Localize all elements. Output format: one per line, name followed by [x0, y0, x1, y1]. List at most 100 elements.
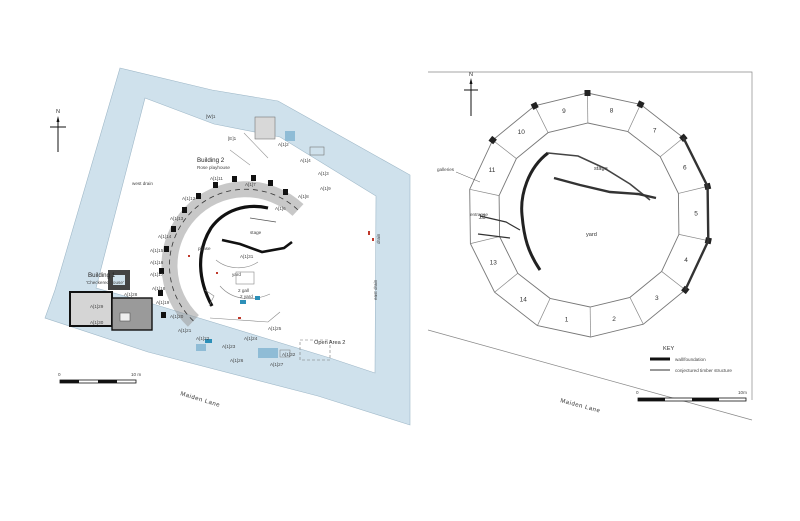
context-label: A[1]19	[156, 300, 170, 305]
bay-number-label: 4	[684, 257, 688, 264]
context-labels: [W]1 [E]1 A[1]2 A[1]4 A[1]3 A[1]9 A[1]8 …	[90, 114, 331, 367]
west-drain-label: west drain	[132, 181, 153, 186]
north-arrow-right: N	[464, 72, 478, 116]
maiden-lane-left: Maiden Lane	[179, 391, 220, 409]
context-label: [W]1	[206, 114, 216, 119]
context-label: A[1]14	[158, 234, 172, 239]
scale-end-left: 10 m	[131, 372, 141, 377]
bay-number-label: 1	[565, 317, 569, 324]
south-features	[196, 339, 331, 361]
context-label: A[1]4	[300, 158, 311, 163]
bay-divider	[492, 139, 517, 159]
north-arrow-left: N	[50, 109, 66, 152]
context-label: A[1]12	[182, 196, 196, 201]
key-wall-label: wall/foundation	[675, 357, 706, 362]
bay-number-label: 6	[683, 164, 687, 171]
context-label: A[1]27	[270, 362, 284, 367]
context-label: A[1]32	[282, 352, 296, 357]
context-label: A[1]30	[90, 320, 104, 325]
stage-edge	[221, 238, 293, 254]
bay-divider	[627, 104, 641, 132]
bay-divider	[470, 236, 500, 244]
maiden-lane-right: Maiden Lane	[559, 398, 601, 414]
wall-foundation-block	[636, 100, 645, 109]
bay-divider	[537, 298, 551, 326]
context-label: A[1]23	[222, 344, 236, 349]
bay-number-label: 3	[655, 295, 659, 302]
bay-divider	[678, 186, 708, 194]
legend-key: KEY wall/foundation conjectured timber s…	[650, 346, 732, 373]
context-label: A[1]7	[245, 182, 256, 187]
context-label: A[1]31	[240, 254, 254, 259]
building-2-sublabel: Rose playhouse	[197, 165, 230, 170]
context-label: A[1]3	[318, 171, 329, 176]
entrance-wall	[477, 215, 521, 239]
bay-number-label: 7	[653, 128, 657, 135]
inner-ring-polygon	[498, 122, 680, 308]
building-2-label: Building 2	[197, 157, 225, 164]
context-label: [E]1	[228, 136, 237, 141]
building-1	[69, 270, 153, 331]
site-boundary-right	[428, 71, 753, 400]
yard-wall-west	[520, 151, 549, 271]
yard-features	[204, 259, 281, 323]
wall-foundation-block	[530, 101, 539, 110]
inner-label: 2 gall	[238, 288, 249, 293]
context-label: A[1]17	[150, 272, 164, 277]
key-timber-label: conjectured timber structure	[675, 368, 732, 373]
north-structures	[229, 116, 325, 166]
north-label-left: N	[56, 109, 60, 115]
entrance-label: entrance	[470, 212, 488, 217]
yard-label: yard	[586, 232, 597, 238]
inner-label: phase	[198, 246, 211, 251]
site-boundary	[44, 67, 411, 426]
building-1-sublabel: 'Checkered house'	[86, 280, 124, 285]
context-label: A[1]11	[210, 176, 223, 181]
north-label-right: N	[469, 72, 473, 78]
bay-number-label: 5	[694, 211, 698, 218]
left-site-plan: N	[44, 67, 411, 426]
stage-front-wall	[553, 176, 657, 200]
galleries-label: galleries	[437, 167, 455, 172]
context-label: A[1]8	[298, 194, 309, 199]
wall-foundation-blocks	[158, 175, 288, 318]
context-label: A[1]15	[150, 248, 164, 253]
scale-start-left: 0	[58, 372, 61, 377]
open-area-label: Open Area 2	[314, 340, 345, 346]
scale-start-right: 0	[636, 390, 639, 395]
east-drain-label: east drain	[373, 279, 378, 300]
bay-divider	[678, 234, 709, 242]
inner-label: 2 yard	[240, 294, 253, 299]
playhouse-ring	[469, 89, 712, 338]
bay-number-label: 10	[518, 129, 526, 136]
context-label: A[1]26	[230, 358, 244, 363]
water-features	[205, 296, 260, 343]
red-markers	[188, 255, 241, 319]
bay-number-label: 14	[520, 297, 528, 304]
bay-number-label: 11	[489, 167, 496, 174]
context-label: A[1]2	[278, 142, 289, 147]
context-label: A[1]9	[320, 186, 331, 191]
rose-playhouse	[158, 175, 304, 343]
east-drain-markers	[368, 231, 374, 241]
stage-wall	[547, 152, 651, 201]
context-label: A[1]16	[150, 260, 164, 265]
bay-number-label: 2	[612, 316, 616, 323]
bay-number-label: 13	[490, 260, 498, 267]
scale-bar-left: 0 10 m	[58, 372, 141, 384]
wall-foundation-block	[488, 135, 497, 145]
key-title: KEY	[663, 346, 674, 352]
bay-divider	[659, 137, 684, 158]
wall-foundation-block	[584, 89, 591, 97]
context-label: A[1]13	[170, 216, 184, 221]
bay-number-label: 9	[562, 108, 566, 115]
scale-bar-right: 0 10m	[636, 390, 747, 402]
drain-label: drain	[376, 233, 381, 244]
context-label: A[1]18	[152, 286, 166, 291]
bay-divider	[661, 271, 686, 291]
outer-ring-polygon	[469, 92, 709, 338]
inner-label: yard	[232, 272, 241, 277]
scale-end-right: 10m	[738, 390, 747, 395]
